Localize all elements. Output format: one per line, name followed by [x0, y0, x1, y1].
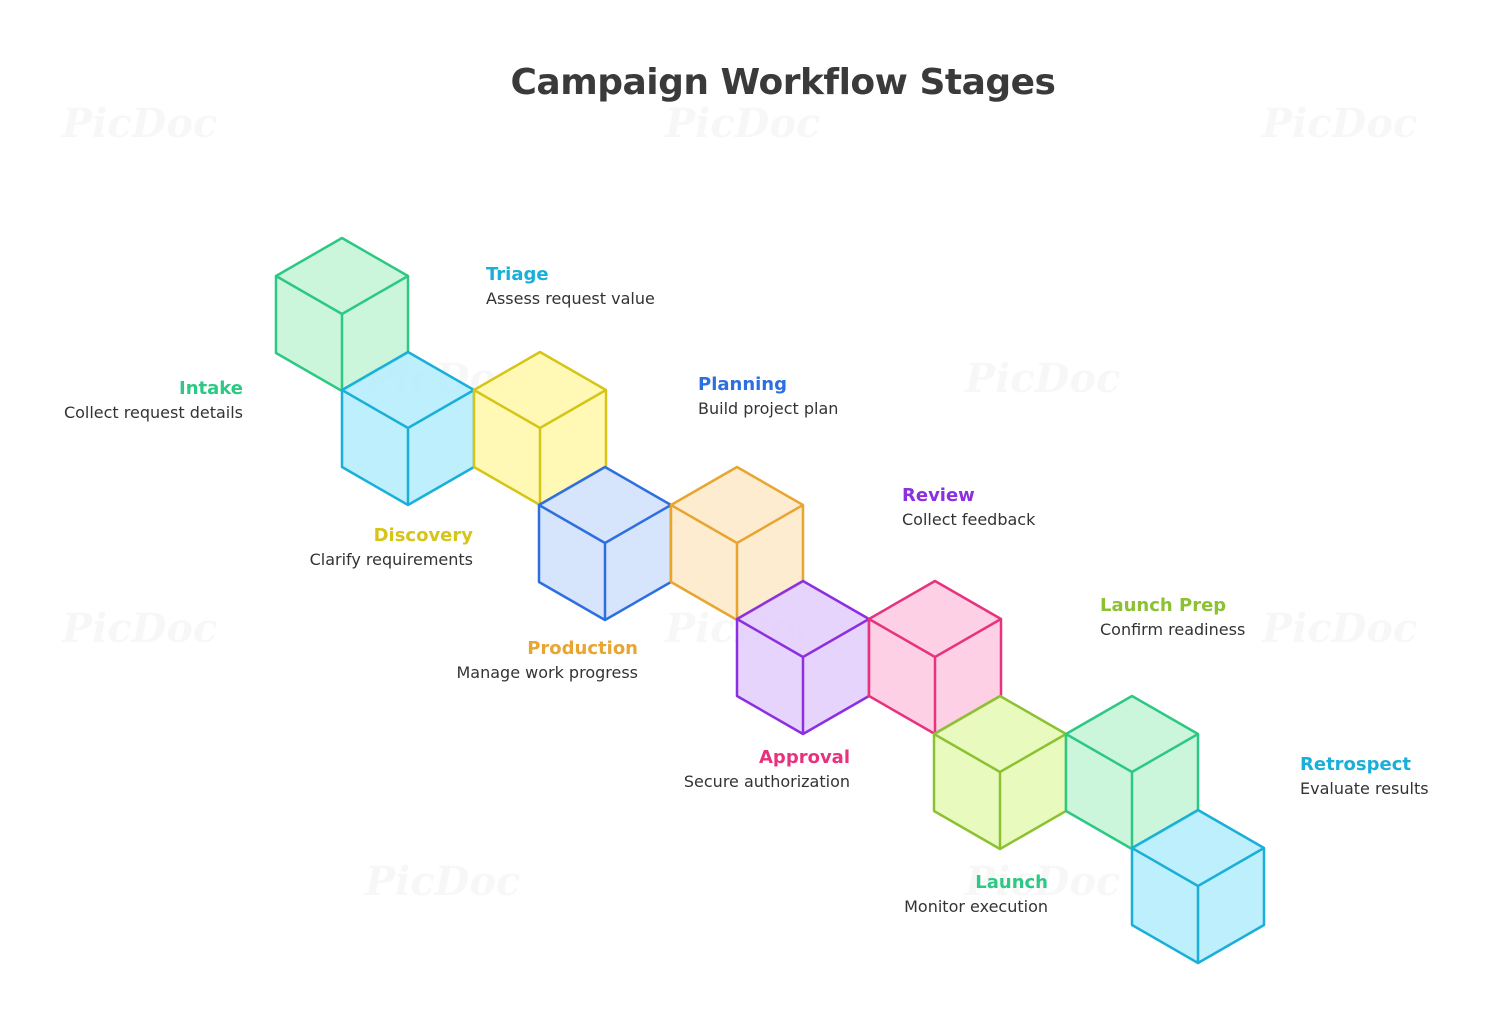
- stage-label-retrospect: Retrospect Evaluate results: [1300, 753, 1429, 801]
- stage-label-planning: Planning Build project plan: [698, 373, 838, 421]
- cube-retrospect: [1130, 808, 1266, 965]
- stage-name-triage: Triage: [486, 264, 549, 285]
- stage-desc-retrospect: Evaluate results: [1300, 779, 1429, 798]
- stage-label-triage: Triage Assess request value: [486, 263, 655, 311]
- stage-name-planning: Planning: [698, 374, 788, 395]
- stage-desc-discovery: Clarify requirements: [309, 550, 473, 569]
- stage-desc-production: Manage work progress: [456, 663, 638, 682]
- stage-desc-launch-prep: Confirm readiness: [1100, 620, 1246, 639]
- stage-name-retrospect: Retrospect: [1300, 754, 1411, 775]
- stage-label-approval: Approval Secure authorization: [684, 746, 850, 794]
- stage-name-launch-prep: Launch Prep: [1100, 595, 1227, 616]
- stage-label-discovery: Discovery Clarify requirements: [310, 524, 473, 572]
- stage-label-review: Review Collect feedback: [902, 484, 1035, 532]
- stage-label-launch-prep: Launch Prep Confirm readiness: [1100, 594, 1245, 642]
- stage-label-intake: Intake Collect request details: [64, 377, 243, 425]
- stage-label-launch: Launch Monitor execution: [904, 871, 1048, 919]
- stage-name-discovery: Discovery: [373, 525, 473, 546]
- stage-desc-approval: Secure authorization: [683, 772, 850, 791]
- stage-desc-review: Collect feedback: [902, 510, 1036, 529]
- stage-desc-intake: Collect request details: [63, 403, 243, 422]
- stage-label-production: Production Manage work progress: [456, 637, 638, 685]
- page-title: Campaign Workflow Stages: [510, 62, 1056, 103]
- cube-review: [735, 579, 871, 736]
- stage-name-approval: Approval: [759, 747, 850, 768]
- cube-production: [669, 465, 805, 622]
- stage-desc-triage: Assess request value: [486, 289, 655, 308]
- stage-name-launch: Launch: [975, 872, 1048, 893]
- stage-desc-planning: Build project plan: [698, 399, 839, 418]
- stage-name-production: Production: [527, 638, 638, 659]
- stage-name-review: Review: [902, 485, 975, 506]
- cube-launch: [1064, 694, 1200, 851]
- stage-name-intake: Intake: [179, 378, 243, 399]
- stage-desc-launch: Monitor execution: [904, 897, 1048, 916]
